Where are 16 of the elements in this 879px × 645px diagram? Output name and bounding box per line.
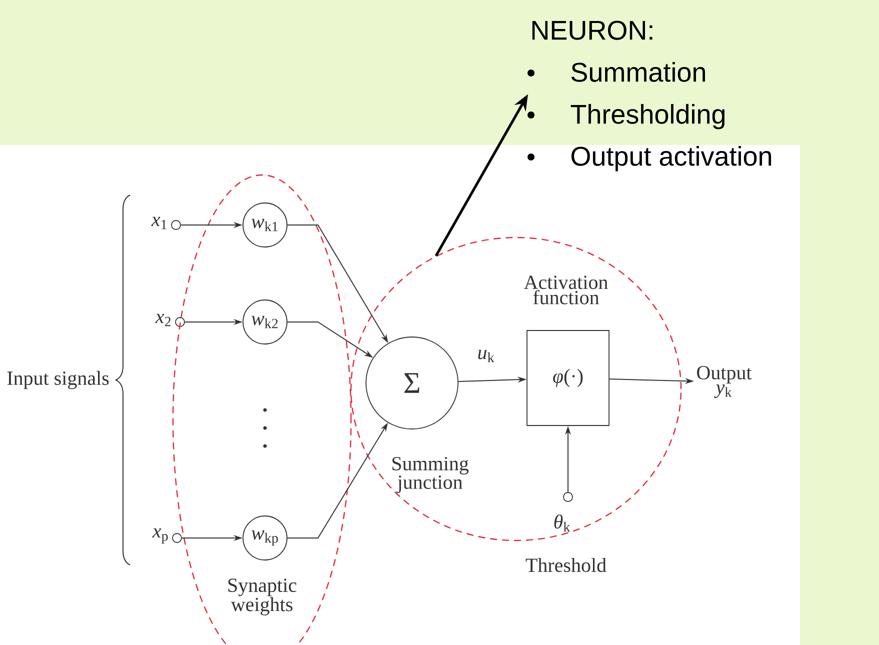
output-label: Output y$_{k}$ <box>697 366 752 398</box>
input-label: Input signals <box>7 370 109 390</box>
list-item: Thresholding <box>570 104 725 130</box>
activation-box: φ(·) <box>526 330 610 426</box>
list-item: Output activation <box>572 146 772 172</box>
edge-label: u$_{k}$ <box>478 350 494 362</box>
node-label: Activation function <box>524 276 608 304</box>
input-variable: x$_{1}$ <box>151 216 166 230</box>
dashed-circle <box>350 236 682 542</box>
list-item: Summation <box>571 62 705 82</box>
node-label: Threshold <box>526 558 606 572</box>
heading: NEURON: <box>532 20 652 40</box>
node-label: Summing junction <box>392 456 469 494</box>
threshold-symbol: θ$_{k}$ <box>554 514 570 532</box>
input-variable: x$_{p}$ <box>152 528 168 544</box>
input-variable: x$_{2}$ <box>155 314 171 326</box>
